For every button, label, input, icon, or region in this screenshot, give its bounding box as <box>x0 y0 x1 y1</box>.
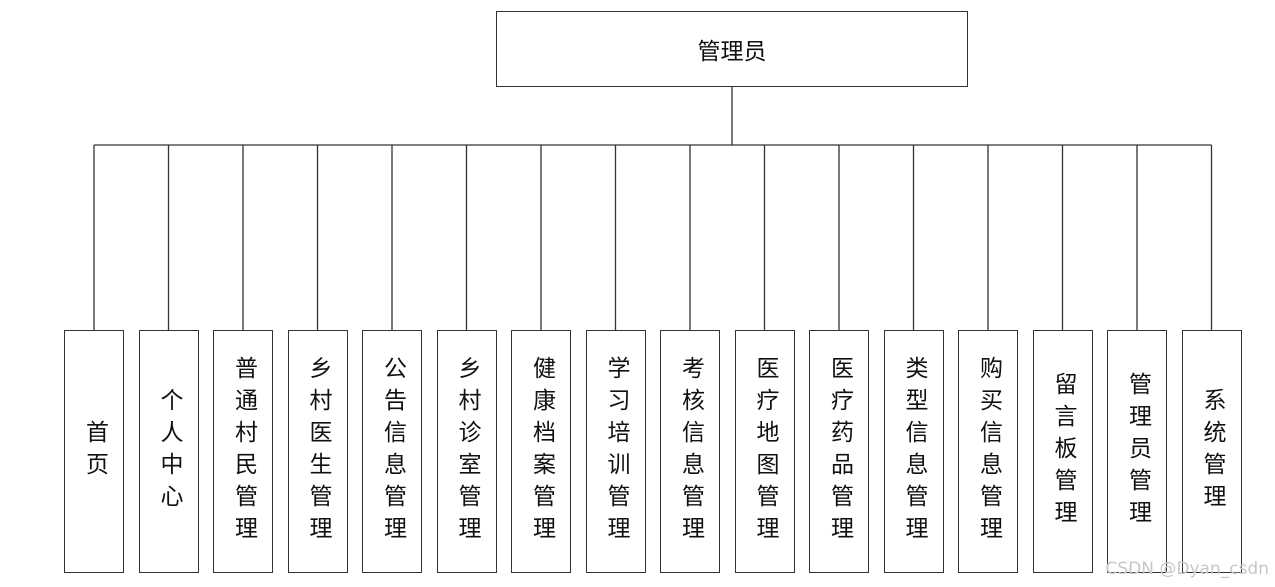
child-node: 乡村医生管理 <box>287 330 348 573</box>
child-node-label: 乡村医生管理 <box>305 355 331 548</box>
child-node-label: 医疗地图管理 <box>752 355 778 548</box>
child-node: 购买信息管理 <box>958 330 1018 573</box>
child-node: 留言板管理 <box>1032 330 1093 573</box>
child-node: 考核信息管理 <box>660 330 720 573</box>
child-node: 乡村诊室管理 <box>436 330 497 573</box>
child-node-label: 系统管理 <box>1199 387 1225 516</box>
child-node-label: 留言板管理 <box>1050 371 1076 532</box>
child-node-label: 医疗药品管理 <box>826 355 853 548</box>
root-node: 管理员 <box>496 11 968 87</box>
child-node: 医疗药品管理 <box>809 330 869 573</box>
child-node-label: 学习培训管理 <box>603 355 629 548</box>
child-node: 个人中心 <box>138 330 199 573</box>
child-node-label: 购买信息管理 <box>975 355 1002 548</box>
root-node-label: 管理员 <box>697 39 767 65</box>
child-node-label: 普通村民管理 <box>230 355 257 548</box>
child-node-label: 公告信息管理 <box>379 355 406 548</box>
child-node: 普通村民管理 <box>213 330 273 573</box>
child-node-label: 个人中心 <box>156 387 182 516</box>
child-node-label: 乡村诊室管理 <box>454 355 480 548</box>
child-node: 管理员管理 <box>1107 330 1167 573</box>
watermark: CSDN @Dyan_csdn <box>1105 559 1269 579</box>
child-node-label: 考核信息管理 <box>677 355 704 548</box>
child-node: 系统管理 <box>1181 330 1242 573</box>
child-node: 类型信息管理 <box>883 330 944 573</box>
child-node: 公告信息管理 <box>362 330 422 573</box>
child-node: 学习培训管理 <box>585 330 646 573</box>
child-node-label: 健康档案管理 <box>528 355 555 548</box>
child-node-label: 类型信息管理 <box>901 355 927 548</box>
child-node-label: 首页 <box>81 419 108 484</box>
child-node-label: 管理员管理 <box>1124 371 1151 532</box>
child-node: 健康档案管理 <box>511 330 571 573</box>
child-node: 医疗地图管理 <box>734 330 795 573</box>
child-node: 首页 <box>64 330 124 573</box>
